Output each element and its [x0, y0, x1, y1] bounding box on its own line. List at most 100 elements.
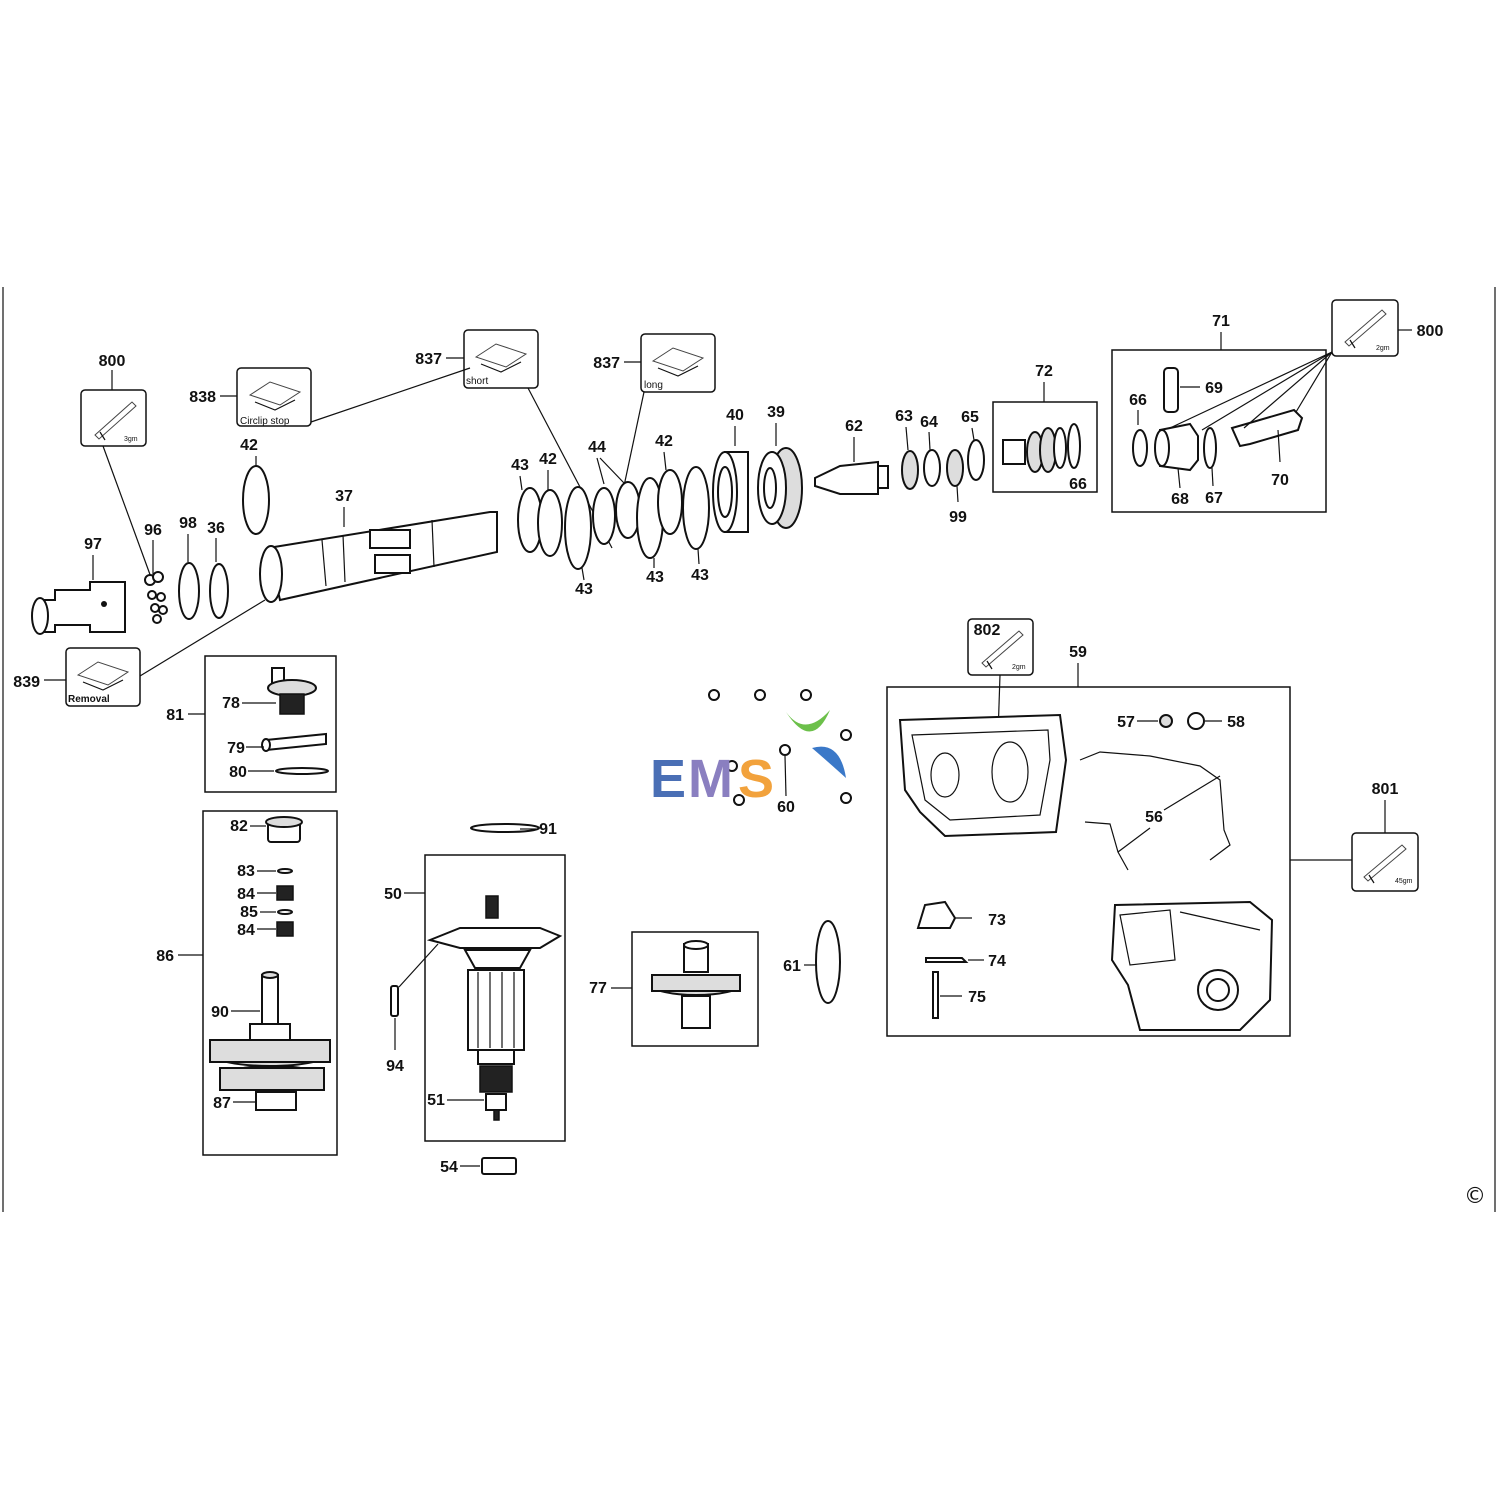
label-66b: 66 — [1129, 392, 1147, 409]
screws-60 — [708, 689, 852, 806]
installation-tool-837-long: long — [640, 333, 716, 393]
ring-43d — [682, 466, 710, 550]
label-837-long: 837 — [593, 355, 620, 372]
label-65: 65 — [961, 409, 979, 426]
assembly-box-59: 57 58 56 73 74 75 — [886, 686, 1291, 1037]
label-42c: 42 — [655, 433, 673, 450]
grease-amount-801: 45gm — [1395, 878, 1413, 885]
grease-tube-tool-801: 45gm — [1351, 832, 1419, 892]
ring-98 — [178, 562, 200, 620]
label-56: 56 — [1145, 809, 1163, 826]
label-69: 69 — [1205, 380, 1223, 397]
label-63: 63 — [895, 408, 913, 425]
wire-56 — [1079, 751, 1231, 861]
label-43a: 43 — [511, 457, 529, 474]
fan-50 — [426, 927, 563, 949]
label-44: 44 — [588, 439, 606, 456]
screw-94 — [390, 985, 399, 1017]
label-60: 60 — [777, 799, 795, 816]
assembly-box-81: 78 79 80 — [204, 655, 337, 793]
balls-96 — [144, 571, 168, 624]
label-39: 39 — [767, 404, 785, 421]
plug-57 — [1159, 714, 1173, 728]
grease-tube-tool-800b: 2gm — [1331, 299, 1399, 357]
label-70: 70 — [1271, 472, 1289, 489]
ring-66b — [1132, 429, 1148, 467]
ring-64 — [923, 449, 941, 487]
label-36: 36 — [207, 520, 225, 537]
assembly-box-86: 82 83 84 85 84 90 87 — [202, 810, 338, 1156]
tool-caption-short: short — [466, 376, 488, 387]
clip-73 — [916, 900, 957, 929]
shaft-90 — [261, 974, 279, 1026]
label-67: 67 — [1205, 490, 1223, 507]
armature-core — [467, 969, 525, 1051]
copyright-symbol: © — [1464, 1184, 1486, 1209]
label-43b: 43 — [575, 581, 593, 598]
label-61: 61 — [783, 958, 801, 975]
ring-91 — [470, 823, 540, 833]
label-81: 81 — [166, 707, 184, 724]
label-71: 71 — [1212, 313, 1230, 330]
ring-42a — [242, 465, 270, 535]
ring-85 — [277, 909, 293, 915]
gear-housing-cover — [898, 713, 1068, 838]
label-58: 58 — [1227, 714, 1245, 731]
label-82: 82 — [230, 818, 248, 835]
label-73: 73 — [988, 912, 1006, 929]
label-838: 838 — [189, 389, 216, 406]
removal-tool-839: Removal — [65, 647, 141, 707]
assembly-box-71: 66 69 68 67 70 — [1111, 349, 1327, 513]
label-54: 54 — [440, 1159, 458, 1176]
label-62: 62 — [845, 418, 863, 435]
ring-42b — [537, 489, 563, 557]
label-86: 86 — [156, 948, 174, 965]
label-42a: 42 — [240, 437, 258, 454]
ring-42c — [657, 469, 683, 535]
ring-44a — [592, 487, 616, 545]
spring-74 — [925, 957, 969, 963]
label-80: 80 — [229, 764, 247, 781]
label-40: 40 — [726, 407, 744, 424]
ring-66a — [1067, 423, 1081, 469]
grease-tube-tool-800: 3gm — [80, 389, 147, 447]
ring-63 — [901, 450, 919, 490]
label-77: 77 — [589, 980, 607, 997]
label-800-grease: 800 — [99, 353, 126, 370]
label-83: 83 — [237, 863, 255, 880]
pin-69 — [1163, 367, 1179, 413]
needle-bearing-84b — [276, 921, 294, 937]
assembly-box-77 — [631, 931, 759, 1047]
label-84b: 84 — [237, 922, 255, 939]
label-79: 79 — [227, 740, 245, 757]
label-59: 59 — [1069, 644, 1087, 661]
commutator — [479, 1065, 513, 1093]
ball-58 — [1187, 712, 1205, 730]
label-57: 57 — [1117, 714, 1135, 731]
tool-caption-circlip-stop: Circlip stop — [240, 416, 290, 427]
ring-83 — [277, 868, 293, 874]
label-801: 801 — [1372, 781, 1399, 798]
needle-bearing-84a — [276, 885, 294, 901]
assembly-box-72: 66 — [992, 401, 1098, 493]
label-68: 68 — [1171, 491, 1189, 508]
washer-80 — [275, 767, 329, 775]
label-66a: 66 — [1069, 476, 1087, 493]
logo-swoosh-green — [786, 710, 830, 732]
piston-62 — [814, 460, 889, 495]
grease-amount-800b: 2gm — [1376, 345, 1390, 352]
ring-43b — [564, 486, 592, 570]
tool-caption-long: long — [644, 380, 663, 391]
label-43c: 43 — [646, 569, 664, 586]
bearing-79 — [265, 732, 327, 752]
label-50: 50 — [384, 886, 402, 903]
label-74: 74 — [988, 953, 1006, 970]
grease-amount-800a: 3gm — [124, 436, 138, 443]
label-97: 97 — [84, 536, 102, 553]
grease-amount-802: 2gm — [1012, 664, 1026, 671]
connecting-rod-70 — [1230, 408, 1304, 448]
gear-housing-59 — [1110, 900, 1274, 1031]
label-43d: 43 — [691, 567, 709, 584]
label-51: 51 — [427, 1092, 445, 1109]
